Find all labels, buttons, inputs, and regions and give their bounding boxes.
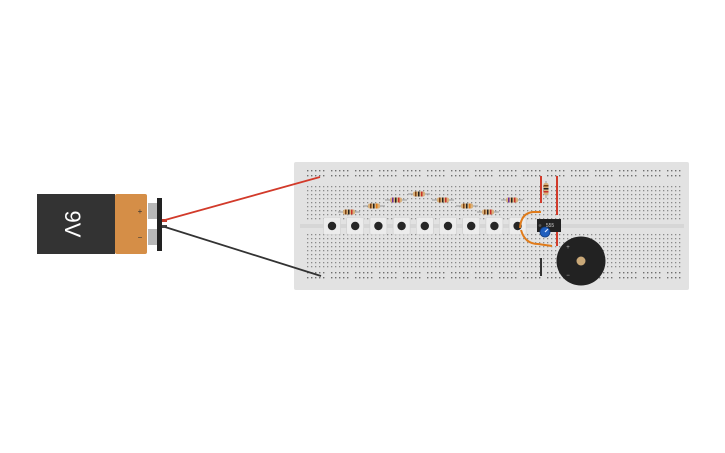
resistor[interactable] [363, 203, 385, 209]
pushbutton[interactable] [392, 217, 411, 235]
battery-cap [115, 194, 147, 254]
jumper-wire-orange-1[interactable] [519, 211, 541, 229]
resistor[interactable] [432, 197, 454, 203]
pushbutton-group [323, 217, 527, 235]
buzzer-plus-label: + [566, 245, 570, 251]
pushbutton[interactable] [415, 217, 434, 235]
pushbutton[interactable] [462, 217, 481, 235]
resistor[interactable] [338, 209, 360, 215]
buzzer-minus-label: − [566, 273, 570, 279]
resistor-vertical[interactable] [543, 181, 549, 198]
battery-minus-label: − [138, 233, 143, 242]
resistor[interactable] [477, 209, 499, 215]
jumper-wire-orange-2[interactable] [520, 229, 553, 247]
battery-wire-negative[interactable] [164, 226, 322, 277]
pushbutton[interactable] [485, 217, 504, 235]
battery-9v[interactable]: 9V + − [37, 194, 167, 254]
pushbutton[interactable] [323, 217, 341, 235]
chip-label: 555 [546, 223, 555, 229]
battery-wire-positive[interactable] [164, 176, 321, 221]
battery-snap-bar [157, 198, 162, 251]
battery-terminal-plus[interactable] [148, 203, 157, 219]
resistor[interactable] [408, 191, 430, 197]
resistor[interactable] [385, 197, 407, 203]
battery-body [37, 194, 115, 254]
battery-plus-label: + [138, 207, 143, 216]
pushbutton[interactable] [439, 217, 457, 235]
piezo-buzzer[interactable]: + − [556, 236, 606, 286]
battery-label: 9V [60, 211, 85, 238]
pushbutton[interactable] [369, 217, 388, 235]
breadboard-holes [307, 170, 681, 279]
potentiometer[interactable] [539, 226, 551, 238]
pushbutton[interactable] [346, 217, 365, 235]
resistor-group [338, 191, 523, 215]
resistor[interactable] [456, 203, 478, 209]
resistor[interactable] [501, 197, 523, 203]
battery-terminal-minus[interactable] [148, 229, 157, 245]
pushbutton[interactable] [508, 217, 527, 235]
